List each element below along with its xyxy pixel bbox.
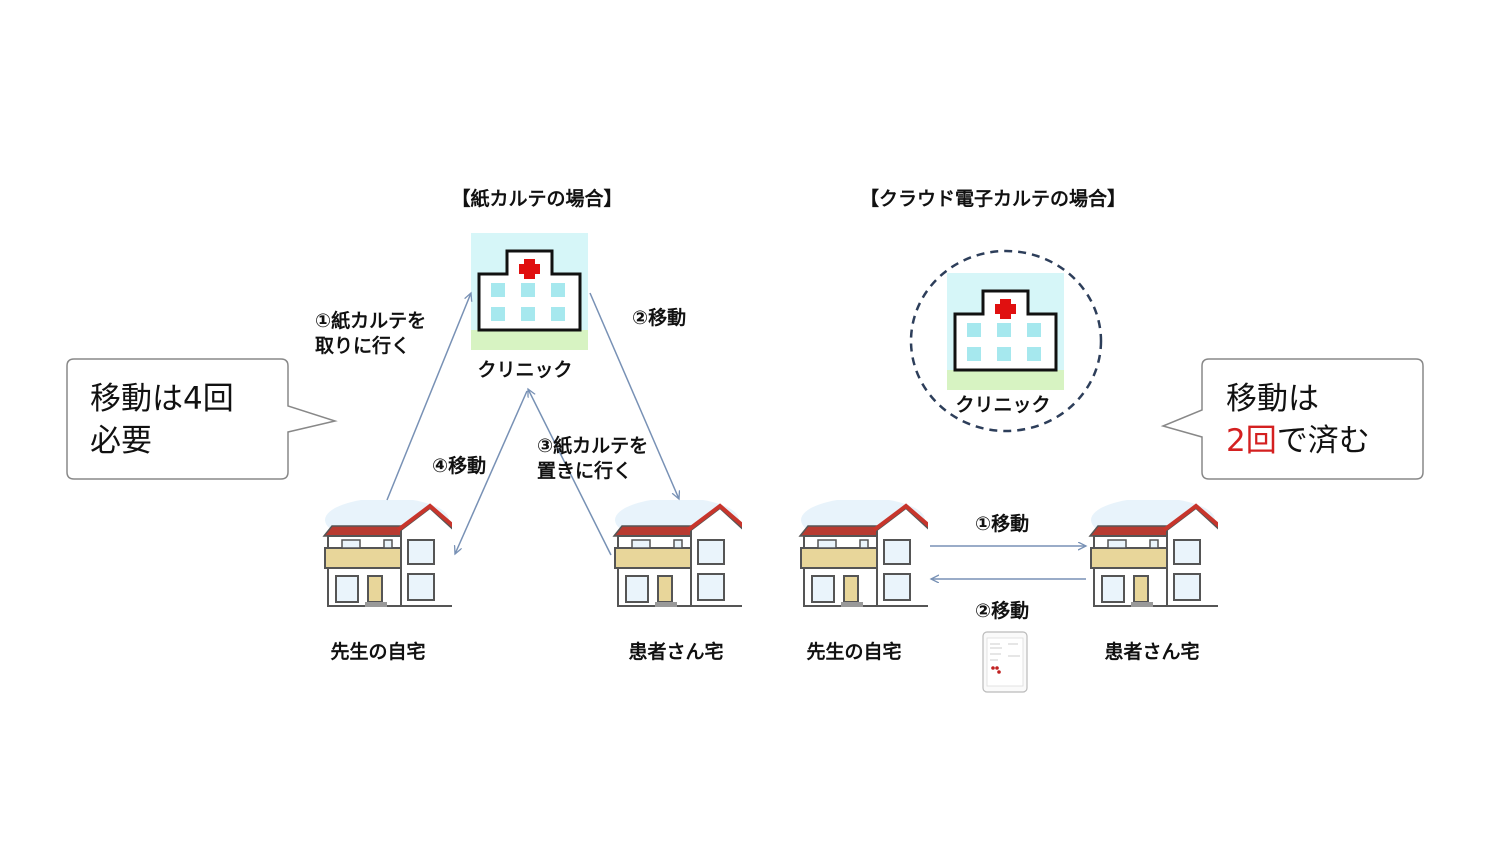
tablet-icon — [982, 631, 1028, 693]
paper-section-title: 【紙カルテの場合】 — [451, 187, 622, 210]
paper-step1-label-line2: 取りに行く — [315, 334, 410, 357]
paper-step3-label-line1: ③紙カルテを — [537, 434, 648, 457]
paper-callout-line1: 移動は4回 — [90, 381, 234, 417]
paper-step3-arrow — [527, 389, 612, 556]
cloud-clinic-icon — [947, 273, 1064, 390]
paper-clinic-label: クリニック — [477, 359, 572, 381]
paper-callout: 移動は4回 必要 — [66, 358, 338, 480]
paper-clinic-icon — [471, 233, 588, 350]
cloud-step1-label: ①移動 — [975, 512, 1029, 535]
cloud-callout-line1: 移動は — [1226, 381, 1319, 417]
cloud-callout-line2: 2回で済む — [1226, 423, 1370, 459]
paper-step4-label: ④移動 — [432, 454, 486, 477]
paper-step4-arrow — [455, 390, 528, 554]
cloud-section-title: 【クラウド電子カルテの場合】 — [860, 187, 1126, 210]
cloud-callout: 移動は 2回で済む — [1160, 358, 1424, 480]
cloud-doctor-home-icon — [798, 500, 928, 608]
paper-doctor-home-label: 先生の自宅 — [330, 640, 425, 663]
paper-step2-arrow — [589, 292, 679, 499]
paper-patient-home-icon — [612, 500, 742, 608]
paper-doctor-home-icon — [322, 500, 452, 608]
cloud-step2-label: ②移動 — [975, 599, 1029, 622]
cloud-callout-rest: で済む — [1277, 423, 1370, 459]
paper-patient-home-label: 患者さん宅 — [628, 640, 723, 663]
paper-step1-label-line1: ①紙カルテを — [315, 309, 426, 332]
cloud-patient-home-icon — [1088, 500, 1218, 608]
cloud-patient-home-label: 患者さん宅 — [1104, 640, 1199, 663]
paper-step3-label-line2: 置きに行く — [537, 459, 632, 482]
cloud-clinic-label: クリニック — [955, 394, 1050, 416]
cloud-dashed-circle — [909, 249, 1103, 433]
paper-step1-arrow — [386, 293, 471, 501]
paper-callout-line2: 必要 — [90, 423, 152, 459]
cloud-doctor-home-label: 先生の自宅 — [806, 640, 901, 663]
cloud-callout-highlight: 2回 — [1226, 423, 1277, 459]
paper-step2-label: ②移動 — [632, 306, 686, 329]
